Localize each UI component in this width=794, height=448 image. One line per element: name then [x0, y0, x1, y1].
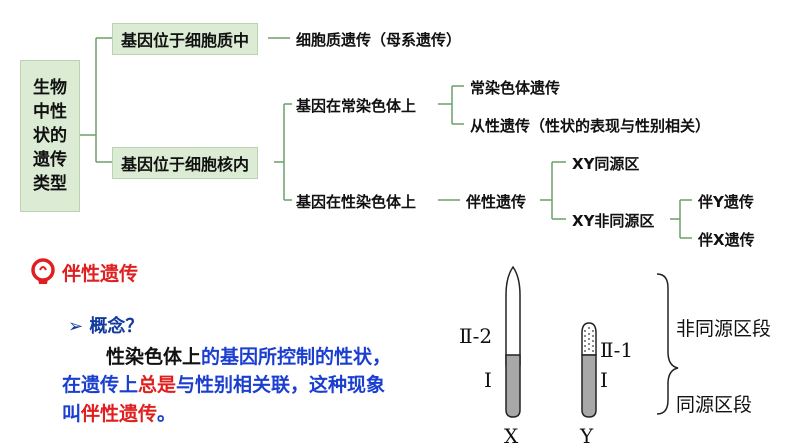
node-sex-influenced: 从性遗传（性状的表现与性别相关）	[470, 117, 711, 135]
section-title: 伴性遗传	[62, 263, 139, 285]
text-called: 叫	[62, 403, 82, 425]
root-node: 生物 中性 状的 遗传 类型	[20, 60, 80, 212]
text-period: 。	[157, 403, 177, 425]
node-cytoplasm: 基因位于细胞质中	[112, 23, 259, 55]
text-sex-chromosome: 性染色体上	[106, 346, 202, 368]
node-autosome-inheritance: 常染色体遗传	[470, 79, 561, 97]
x-chromosome-label: X	[504, 424, 519, 448]
node-xy-homologous: XY同源区	[572, 155, 640, 173]
arrow-bullet-icon: ➢	[68, 316, 84, 337]
text-sex-related: 与性别相关联，这种现象	[176, 374, 386, 396]
root-line: 遗传	[33, 150, 67, 170]
x-lower-region-label: Ⅰ	[484, 368, 492, 392]
non-homologous-segment-label: 非同源区段	[676, 318, 772, 340]
concept-label: 概念？	[89, 316, 144, 337]
root-line: 状的	[33, 126, 67, 146]
text-sex-linked-term: 伴性遗传	[81, 403, 158, 425]
node-autosome: 基因在常染色体上	[296, 97, 417, 115]
root-line: 类型	[33, 174, 67, 194]
y-lower-region-label: Ⅰ	[600, 368, 608, 392]
lightbulb-icon	[31, 258, 55, 284]
definition-line-1: 性染色体上的基因所控制的性状，	[106, 342, 391, 369]
text-controlled-traits: 的基因所控制的性状，	[201, 346, 392, 368]
node-y-linked: 伴Y遗传	[698, 193, 754, 211]
text-in-inheritance: 在遗传上	[62, 374, 139, 396]
y-upper-region-label: Ⅱ-1	[600, 338, 634, 362]
node-xy-nonhomologous: XY非同源区	[572, 212, 655, 230]
root-line: 生物	[33, 78, 67, 98]
chromosome-diagram	[505, 265, 597, 418]
node-x-linked: 伴X遗传	[698, 231, 755, 249]
definition-line-2: 在遗传上总是与性别相关联，这种现象	[62, 370, 385, 397]
node-sex-chromosome: 基因在性染色体上	[296, 193, 417, 211]
root-line: 中性	[33, 102, 67, 122]
homologous-segment-label: 同源区段	[676, 394, 753, 416]
y-chromosome	[581, 322, 597, 418]
node-nucleus: 基因位于细胞核内	[112, 147, 259, 179]
text-always: 总是	[138, 374, 177, 396]
definition-line-3: 叫伴性遗传。	[62, 399, 176, 426]
node-cytoplasm-result: 细胞质遗传（母系遗传）	[296, 31, 462, 49]
node-sex-linked: 伴性遗传	[466, 193, 527, 211]
y-chromosome-label: Y	[580, 424, 594, 448]
concept-heading: ➢ 概念？	[68, 312, 143, 338]
x-chromosome	[505, 265, 521, 418]
x-upper-region-label: Ⅱ-2	[459, 324, 493, 348]
